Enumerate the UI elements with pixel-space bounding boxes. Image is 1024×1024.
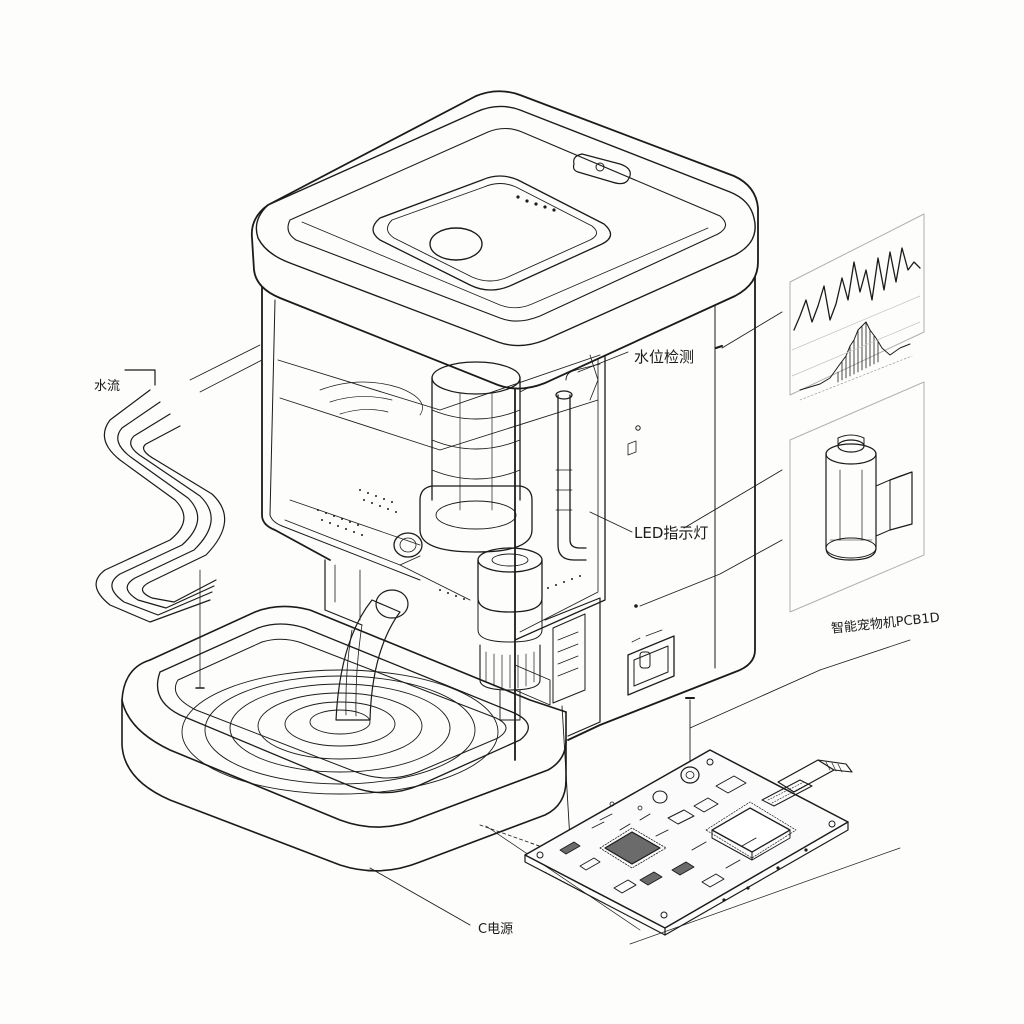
reservoir-panel <box>789 381 925 613</box>
water-ripples <box>181 669 499 795</box>
label-water-flow: 水流 <box>94 379 121 394</box>
lid <box>250 90 759 390</box>
label-led: LED指示灯 <box>634 524 709 542</box>
waveform-panel <box>789 213 925 401</box>
led-dot <box>634 604 638 608</box>
filter-cartridge <box>277 354 601 721</box>
water-bowl <box>121 605 567 872</box>
perforation-dots <box>317 489 581 600</box>
leader-lines <box>195 311 911 945</box>
indicator-dot <box>635 425 641 431</box>
power-switch <box>627 629 675 696</box>
indicator-mark <box>627 440 637 456</box>
label-water-level: 水位检测 <box>634 348 695 366</box>
water-flow-lines <box>95 344 263 623</box>
label-power: C电源 <box>478 922 514 937</box>
water-stream <box>335 589 409 721</box>
pcb-board <box>524 749 853 936</box>
